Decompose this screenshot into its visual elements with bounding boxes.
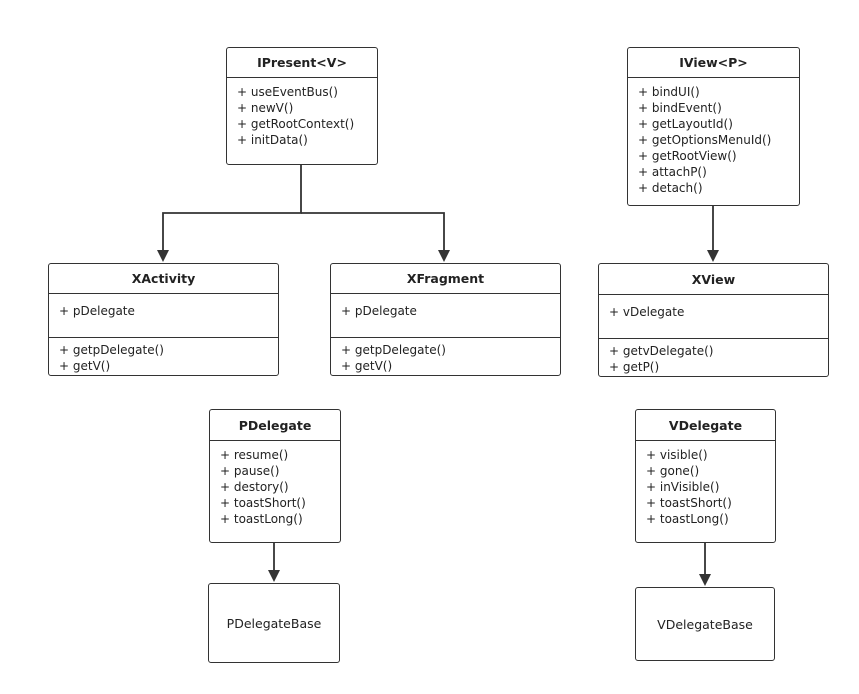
fields-section: + pDelegate bbox=[49, 294, 278, 337]
method: + getOptionsMenuId() bbox=[638, 133, 772, 147]
methods-section: + visible() + gone() + inVisible() + toa… bbox=[636, 441, 775, 527]
method: + useEventBus() bbox=[237, 85, 338, 99]
method: + getpDelegate() bbox=[59, 343, 164, 357]
method: + getRootContext() bbox=[237, 117, 355, 131]
method: + getV() bbox=[341, 359, 393, 373]
field: + pDelegate bbox=[341, 304, 417, 318]
class-title: PDelegate bbox=[210, 410, 340, 441]
method: + toastLong() bbox=[646, 512, 729, 526]
method: + destory() bbox=[220, 480, 289, 494]
class-box-pdelegate[interactable]: PDelegate + resume() + pause() + destory… bbox=[209, 409, 341, 543]
method: + bindEvent() bbox=[638, 101, 722, 115]
connector-ipresent-to-xactivity bbox=[162, 165, 302, 252]
method: + gone() bbox=[646, 464, 700, 478]
class-title: XFragment bbox=[331, 264, 560, 294]
method: + inVisible() bbox=[646, 480, 720, 494]
method: + getP() bbox=[609, 360, 660, 374]
class-title: IPresent<V> bbox=[227, 48, 377, 78]
class-box-xactivity[interactable]: XActivity + pDelegate + getpDelegate() +… bbox=[48, 263, 279, 376]
method: + attachP() bbox=[638, 165, 707, 179]
class-box-pdelegatebase[interactable]: PDelegateBase bbox=[208, 583, 340, 663]
methods-section: + resume() + pause() + destory() + toast… bbox=[210, 441, 340, 527]
method: + getpDelegate() bbox=[341, 343, 446, 357]
class-title: VDelegate bbox=[636, 410, 775, 441]
method: + initData() bbox=[237, 133, 308, 147]
methods-section: + useEventBus() + newV() + getRootContex… bbox=[227, 78, 377, 148]
class-box-vdelegatebase[interactable]: VDelegateBase bbox=[635, 587, 775, 661]
method: + toastShort() bbox=[646, 496, 732, 510]
field: + pDelegate bbox=[59, 304, 135, 318]
class-title: PDelegateBase bbox=[226, 615, 322, 631]
arrowhead-xfragment bbox=[438, 250, 450, 262]
class-title: VDelegateBase bbox=[657, 616, 753, 632]
arrowhead-xactivity bbox=[157, 250, 169, 262]
class-title: XActivity bbox=[49, 264, 278, 294]
method: + visible() bbox=[646, 448, 708, 462]
methods-section: + bindUI() + bindEvent() + getLayoutId()… bbox=[628, 78, 799, 196]
method: + detach() bbox=[638, 181, 703, 195]
field: + vDelegate bbox=[609, 305, 685, 319]
class-box-xview[interactable]: XView + vDelegate + getvDelegate() + get… bbox=[598, 263, 829, 377]
arrowhead-xview bbox=[707, 250, 719, 262]
method: + toastShort() bbox=[220, 496, 306, 510]
class-title: XView bbox=[599, 264, 828, 295]
class-box-ipresent[interactable]: IPresent<V> + useEventBus() + newV() + g… bbox=[226, 47, 378, 165]
methods-section: + getvDelegate() + getP() bbox=[599, 338, 828, 375]
class-box-vdelegate[interactable]: VDelegate + visible() + gone() + inVisib… bbox=[635, 409, 776, 543]
method: + bindUI() bbox=[638, 85, 700, 99]
class-box-xfragment[interactable]: XFragment + pDelegate + getpDelegate() +… bbox=[330, 263, 561, 376]
methods-section: + getpDelegate() + getV() bbox=[49, 337, 278, 374]
methods-section: + getpDelegate() + getV() bbox=[331, 337, 560, 374]
method: + pause() bbox=[220, 464, 280, 478]
method: + getRootView() bbox=[638, 149, 737, 163]
fields-section: + pDelegate bbox=[331, 294, 560, 337]
method: + resume() bbox=[220, 448, 289, 462]
arrowhead-pdelegatebase bbox=[268, 570, 280, 582]
fields-section: + vDelegate bbox=[599, 295, 828, 338]
method: + getvDelegate() bbox=[609, 344, 714, 358]
connector-ipresent-to-xfragment bbox=[301, 212, 445, 252]
method: + newV() bbox=[237, 101, 294, 115]
method: + getV() bbox=[59, 359, 111, 373]
method: + getLayoutId() bbox=[638, 117, 733, 131]
class-box-iview[interactable]: IView<P> + bindUI() + bindEvent() + getL… bbox=[627, 47, 800, 206]
method: + toastLong() bbox=[220, 512, 303, 526]
class-title: IView<P> bbox=[628, 48, 799, 78]
arrowhead-vdelegatebase bbox=[699, 574, 711, 586]
